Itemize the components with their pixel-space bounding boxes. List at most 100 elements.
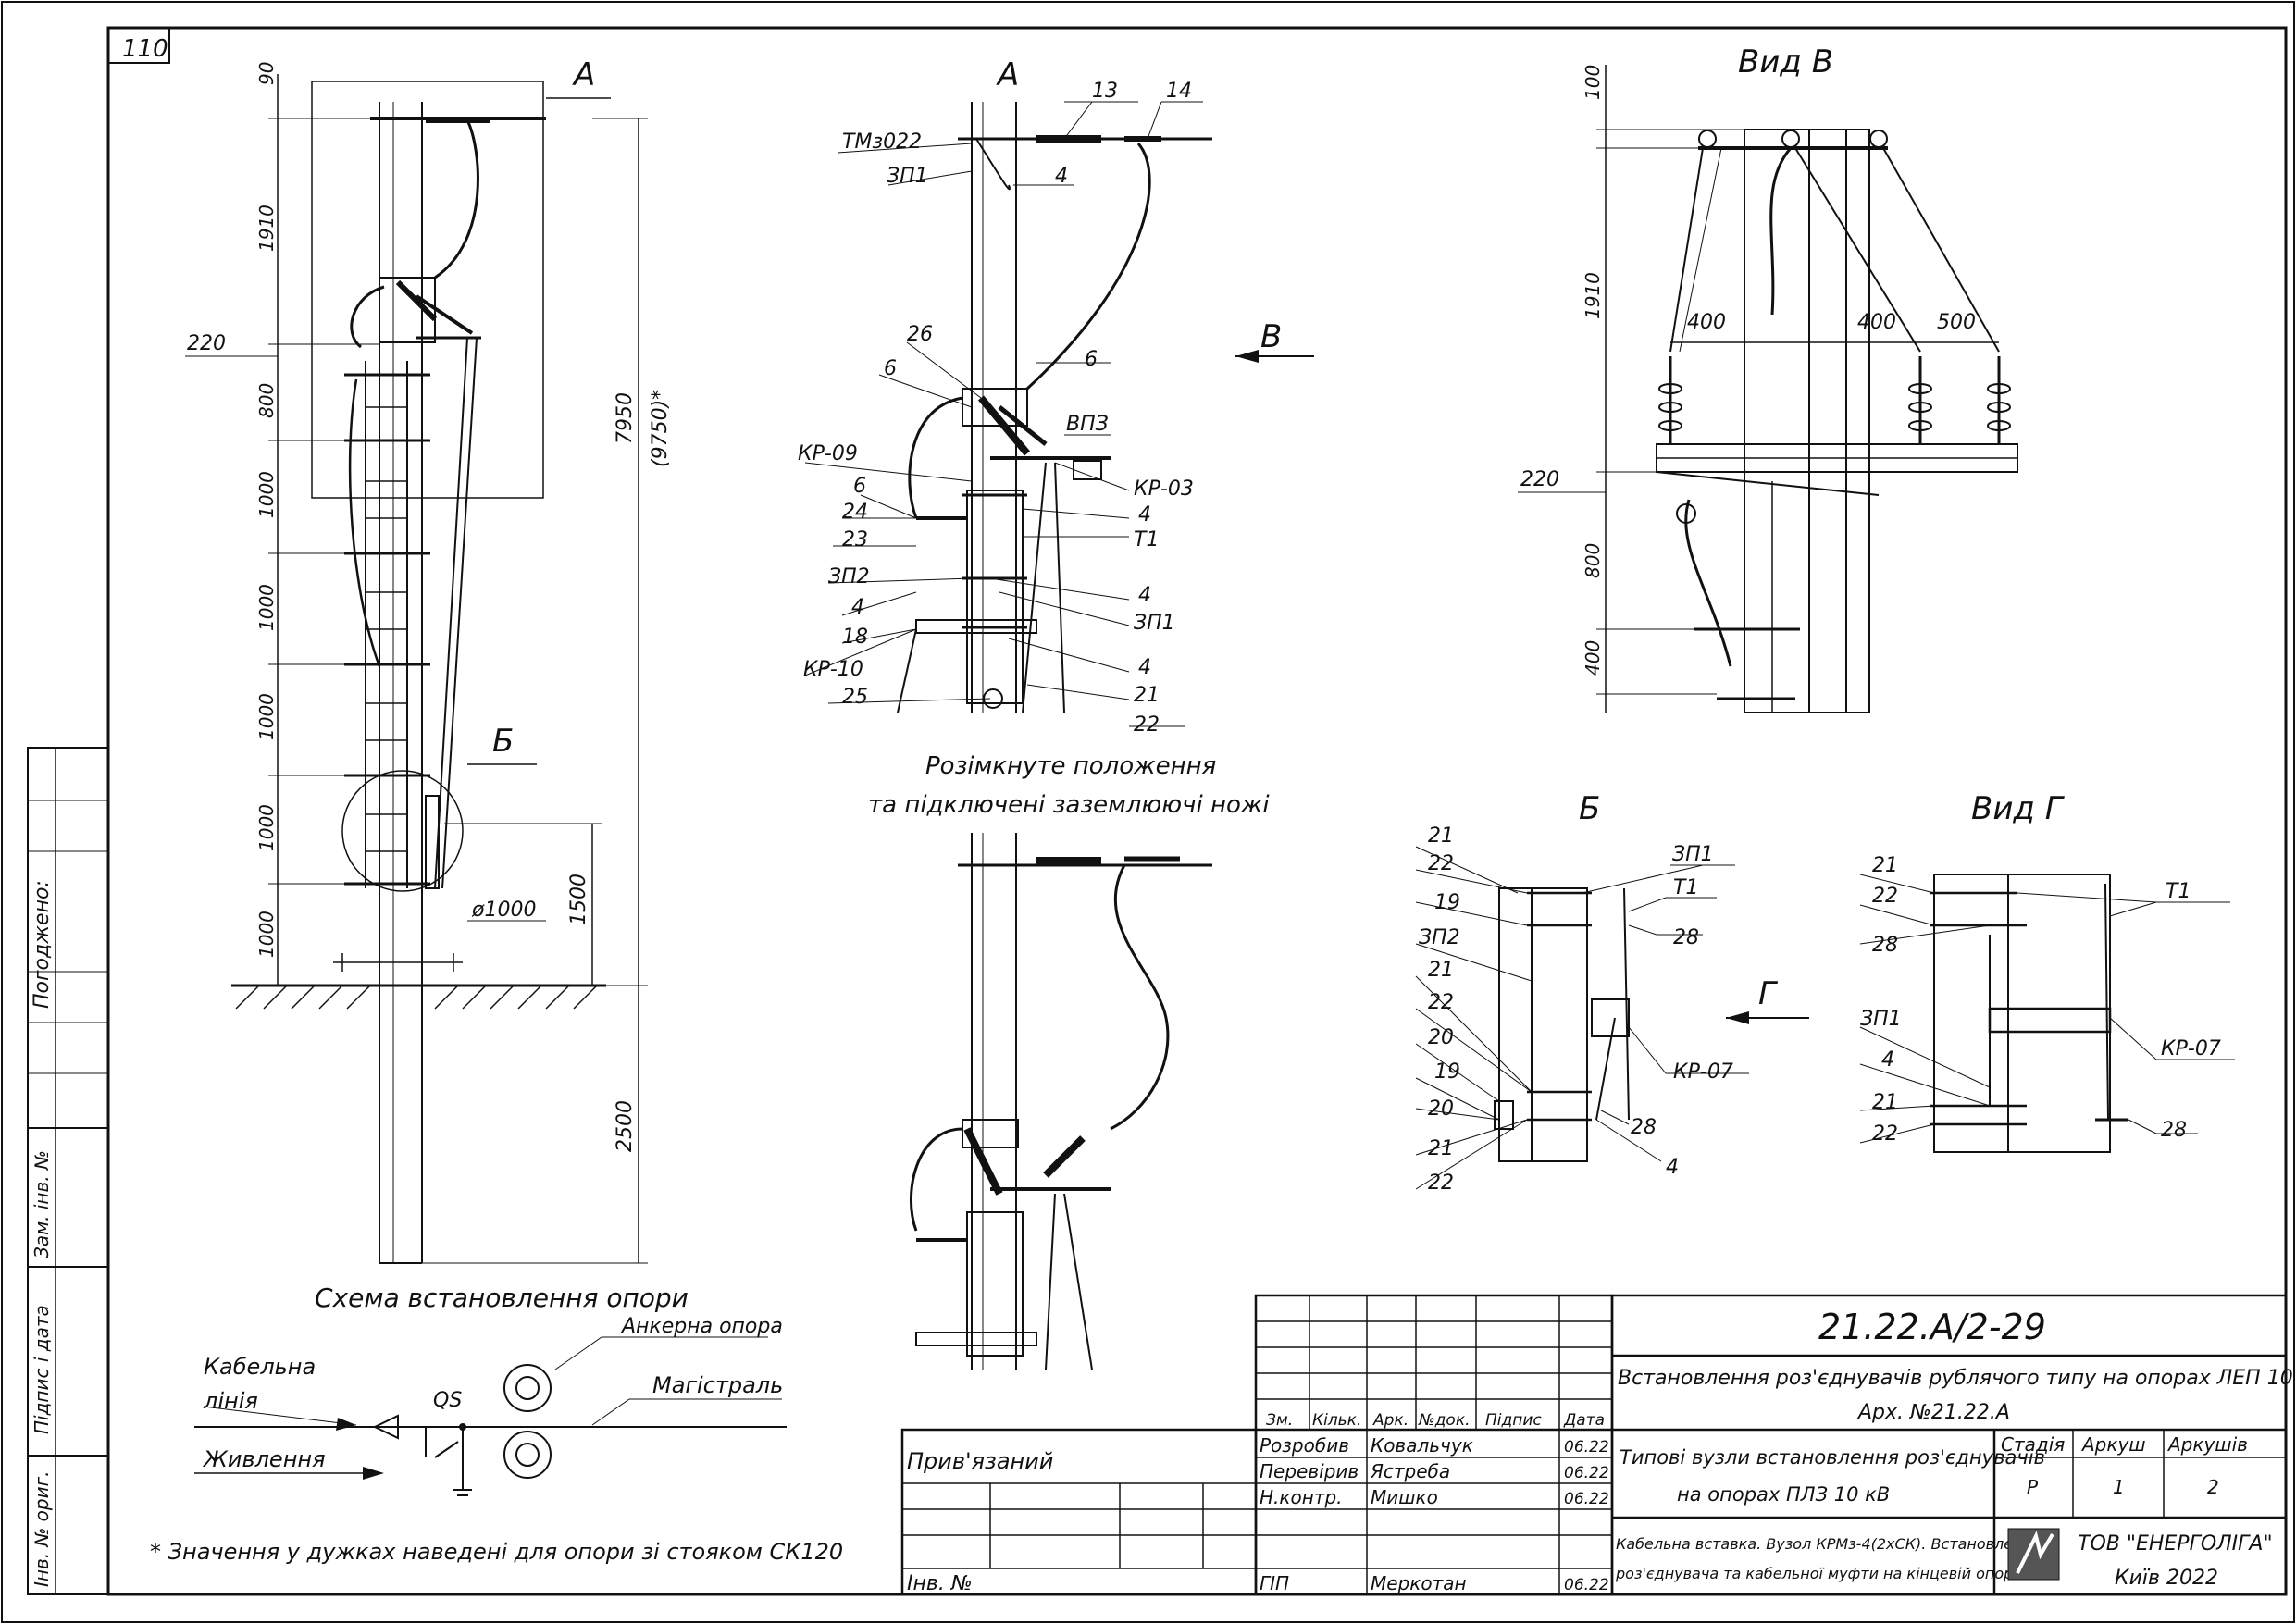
label-220-v: 220	[1520, 468, 1559, 491]
label-b-20a: 20	[1428, 1026, 1454, 1049]
dim-v-1910: 1910	[1582, 272, 1604, 319]
label-b-t1: Т1	[1673, 876, 1698, 899]
hdr-kilk: Кільк.	[1312, 1411, 1361, 1430]
label-g-22b: 22	[1872, 1122, 1898, 1146]
dim-2500: 2500	[614, 1100, 637, 1152]
view-b: Б 21 22 19 ЗП2 21 22 20 19	[1415, 790, 1809, 1195]
label-g-4: 4	[1881, 1048, 1894, 1072]
label-a-zp2: ЗП2	[828, 565, 870, 589]
supply-label: Живлення	[202, 1446, 326, 1472]
arrow-g-label: Г	[1758, 975, 1779, 1012]
sheets-value: 2	[2207, 1476, 2219, 1498]
pogodzheno-label: Погоджено:	[31, 880, 54, 1009]
dim-v-800: 800	[1582, 543, 1604, 578]
dim-v-100: 100	[1582, 65, 1604, 100]
label-a-r4c: 4	[1138, 584, 1151, 607]
open-position-view: Розімкнуте положення та підключені зазем…	[868, 752, 1270, 1370]
dim-left-1000-e: 1000	[255, 911, 278, 958]
dim-left-1000-b: 1000	[255, 584, 278, 631]
footnote: * Значення у дужках наведені для опори з…	[150, 1539, 843, 1565]
open-position-line1: Розімкнуте положення	[925, 752, 1216, 780]
view-v: Вид В	[1518, 43, 2018, 713]
dim-phi-1000: ø1000	[471, 899, 536, 922]
row-role-2: Н.контр.	[1260, 1486, 1343, 1508]
left-approval-stamp: Погоджено: Зам. інв. № Підпис і дата Інв…	[27, 747, 109, 1595]
label-a-21: 21	[1134, 684, 1160, 707]
view-g: Вид Г 21 22 28 ЗП1 4 21 22	[1859, 790, 2235, 1153]
label-a-r4a: 4	[1055, 165, 1068, 188]
label-a-zp1: ЗП1	[887, 165, 928, 188]
label-g-28r: 28	[2161, 1119, 2187, 1142]
cable-line-label-2: лінія	[203, 1388, 258, 1414]
label-a-tmz022: ТМз022	[842, 130, 922, 154]
label-a-22: 22	[1134, 713, 1160, 737]
label-b-zp2: ЗП2	[1419, 926, 1460, 949]
company-name: ТОВ "ЕНЕРГОЛІГА"	[2078, 1532, 2273, 1556]
sheets-label: Аркушів	[2166, 1433, 2248, 1456]
row-date-1: 06.22	[1564, 1464, 1609, 1482]
sheet-desc-2: роз'єднувача та кабельної муфти на кінце…	[1615, 1565, 2017, 1582]
label-g-21a: 21	[1872, 854, 1898, 877]
label-g-22a: 22	[1872, 885, 1898, 908]
label-a-rzp1: ЗП1	[1134, 612, 1175, 635]
installation-scheme: Схема встановлення опори Кабельна лінія …	[150, 1283, 843, 1565]
row-date-3: 06.22	[1564, 1576, 1609, 1594]
label-g-kr07: КР-07	[2161, 1037, 2221, 1060]
sheet-value: 1	[2113, 1476, 2125, 1498]
row-date-2: 06.22	[1564, 1490, 1609, 1508]
label-g-28: 28	[1872, 934, 1898, 957]
company-city: Київ 2022	[2115, 1567, 2218, 1590]
row-name-2: Мишко	[1371, 1486, 1438, 1508]
label-a-14: 14	[1166, 80, 1192, 103]
stage-value: Р	[2027, 1476, 2039, 1498]
view-a-title: А	[996, 56, 1019, 93]
title-line-2: Арх. №21.22.А	[1856, 1401, 2010, 1424]
label-b-zp1: ЗП1	[1672, 843, 1714, 866]
label-b-19a: 19	[1434, 891, 1460, 914]
label-a-6a: 6	[884, 357, 897, 380]
label-b-kr07: КР-07	[1673, 1060, 1733, 1084]
title-block: Прив'язаний Інв. № Зм. Кільк. Арк. №док.…	[900, 1294, 2296, 1596]
view-g-title: Вид Г	[1971, 790, 2066, 827]
label-b-20b: 20	[1428, 1097, 1454, 1121]
view-a: А	[798, 56, 1314, 737]
dim-left-1910: 1910	[255, 205, 278, 252]
label-a-kr09: КР-09	[798, 442, 858, 465]
dim-v-top-400a: 400	[1687, 311, 1726, 334]
dim-left-1000-d: 1000	[255, 804, 278, 851]
label-a-26: 26	[907, 323, 933, 346]
dim-left-1000-c: 1000	[255, 693, 278, 740]
sheet-label: Аркуш	[2080, 1433, 2146, 1456]
label-b-4: 4	[1666, 1156, 1679, 1179]
inv-orig-label: Інв. № ориг.	[31, 1471, 53, 1587]
label-a-13: 13	[1092, 80, 1118, 103]
label-a-t1: Т1	[1134, 528, 1159, 552]
open-position-line2: та підключені заземлюючі ножі	[868, 791, 1270, 819]
hdr-ndok: №док.	[1418, 1411, 1471, 1430]
label-a-24: 24	[842, 501, 868, 524]
pryvyazanyi-label: Прив'язаний	[907, 1448, 1053, 1474]
dim-1500: 1500	[567, 874, 590, 925]
main-pole-view: 90 1910 800 1000 1000 1000 1000 1000 795…	[185, 56, 672, 1264]
anchor-label: Анкерна опора	[620, 1315, 783, 1338]
title-line-1: Встановлення роз'єднувачів рублячого тип…	[1618, 1367, 2296, 1390]
label-g-zp1: ЗП1	[1860, 1008, 1902, 1031]
row-role-0: Розробив	[1260, 1434, 1349, 1457]
callout-b: Б	[492, 723, 514, 760]
main-line-label: Магістраль	[652, 1372, 783, 1398]
row-role-1: Перевірив	[1260, 1460, 1359, 1482]
label-b-19b: 19	[1434, 1060, 1460, 1084]
label-a-25: 25	[842, 686, 868, 709]
label-a-r6: 6	[1085, 348, 1098, 371]
doc-code: 21.22.А/2-29	[1818, 1307, 2046, 1347]
section-line-2: на опорах ПЛЗ 10 кВ	[1677, 1483, 1890, 1506]
dim-v-top-400b: 400	[1857, 311, 1896, 334]
label-a-23: 23	[842, 528, 868, 552]
view-b-title: Б	[1579, 790, 1600, 827]
label-g-21b: 21	[1872, 1091, 1898, 1114]
dim-7950: 7950	[614, 392, 637, 444]
hdr-zm: Зм.	[1266, 1411, 1293, 1430]
label-b-28a: 28	[1673, 926, 1699, 949]
